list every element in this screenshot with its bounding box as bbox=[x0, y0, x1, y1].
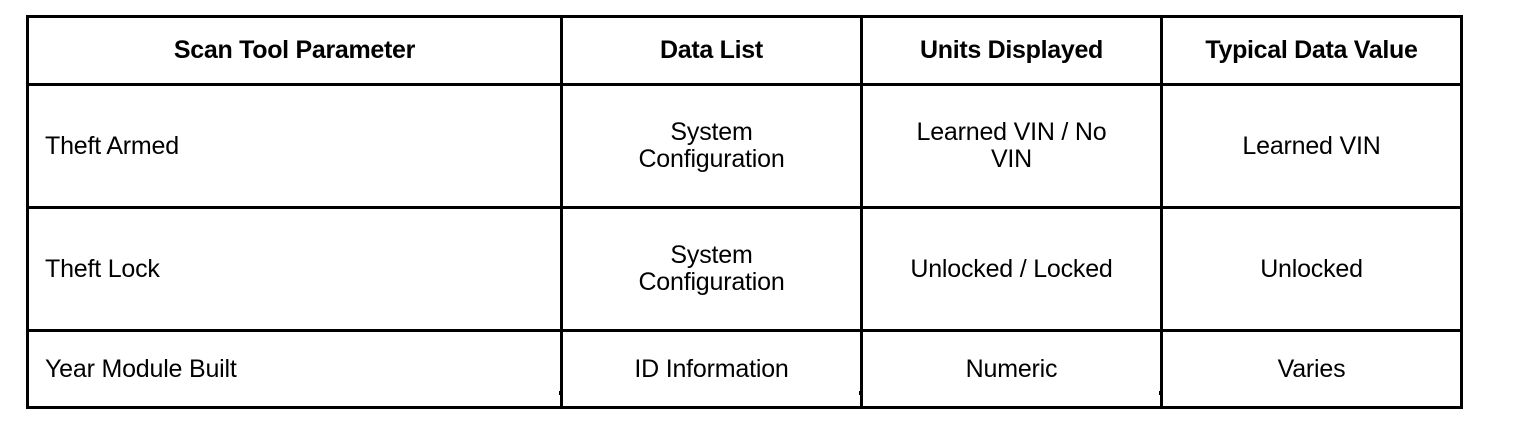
cell-units-displayed: Learned VIN / No VIN bbox=[860, 83, 1163, 209]
scan-tool-parameter-table: Scan Tool Parameter Data List Units Disp… bbox=[26, 15, 1463, 409]
cell-units-line-1: Learned VIN / No bbox=[916, 118, 1107, 146]
cell-data-list-line-2: Configuration bbox=[638, 145, 785, 173]
cell-data-list: System Configuration bbox=[560, 206, 863, 332]
column-header-scan-tool-parameter: Scan Tool Parameter bbox=[26, 15, 563, 86]
cell-data-list-line-1: System bbox=[670, 241, 753, 269]
table-header: Scan Tool Parameter Data List Units Disp… bbox=[26, 15, 1463, 86]
column-rule-overhang bbox=[1159, 391, 1162, 395]
cell-parameter: Theft Lock bbox=[26, 206, 563, 332]
column-header-typical-data-value: Typical Data Value bbox=[1160, 15, 1463, 86]
column-rule-overhang bbox=[859, 391, 862, 395]
column-header-data-list: Data List bbox=[560, 15, 863, 86]
cell-parameter: Year Module Built bbox=[26, 329, 563, 409]
column-header-units-displayed: Units Displayed bbox=[860, 15, 1163, 86]
cell-units-displayed: Numeric bbox=[860, 329, 1163, 409]
cell-units-displayed: Unlocked / Locked bbox=[860, 206, 1163, 332]
cell-units-line-2: VIN bbox=[990, 145, 1033, 173]
cell-data-list: System Configuration bbox=[560, 83, 863, 209]
header-row: Scan Tool Parameter Data List Units Disp… bbox=[26, 15, 1463, 86]
table-row: Year Module Built ID Information Numeric… bbox=[26, 329, 1463, 409]
table-row: Theft Armed System Configuration Learned… bbox=[26, 83, 1463, 209]
cell-data-list-line-2: Configuration bbox=[638, 268, 785, 296]
cell-parameter: Theft Armed bbox=[26, 83, 563, 209]
table-body: Theft Armed System Configuration Learned… bbox=[26, 83, 1463, 409]
cell-typical-data-value: Unlocked bbox=[1160, 206, 1463, 332]
cell-data-list: ID Information bbox=[560, 329, 863, 409]
cell-data-list-line-1: System bbox=[670, 118, 753, 146]
column-rule-overhang bbox=[559, 391, 562, 395]
cell-typical-data-value: Learned VIN bbox=[1160, 83, 1463, 209]
table-row: Theft Lock System Configuration Unlocked… bbox=[26, 206, 1463, 332]
cell-typical-data-value: Varies bbox=[1160, 329, 1463, 409]
